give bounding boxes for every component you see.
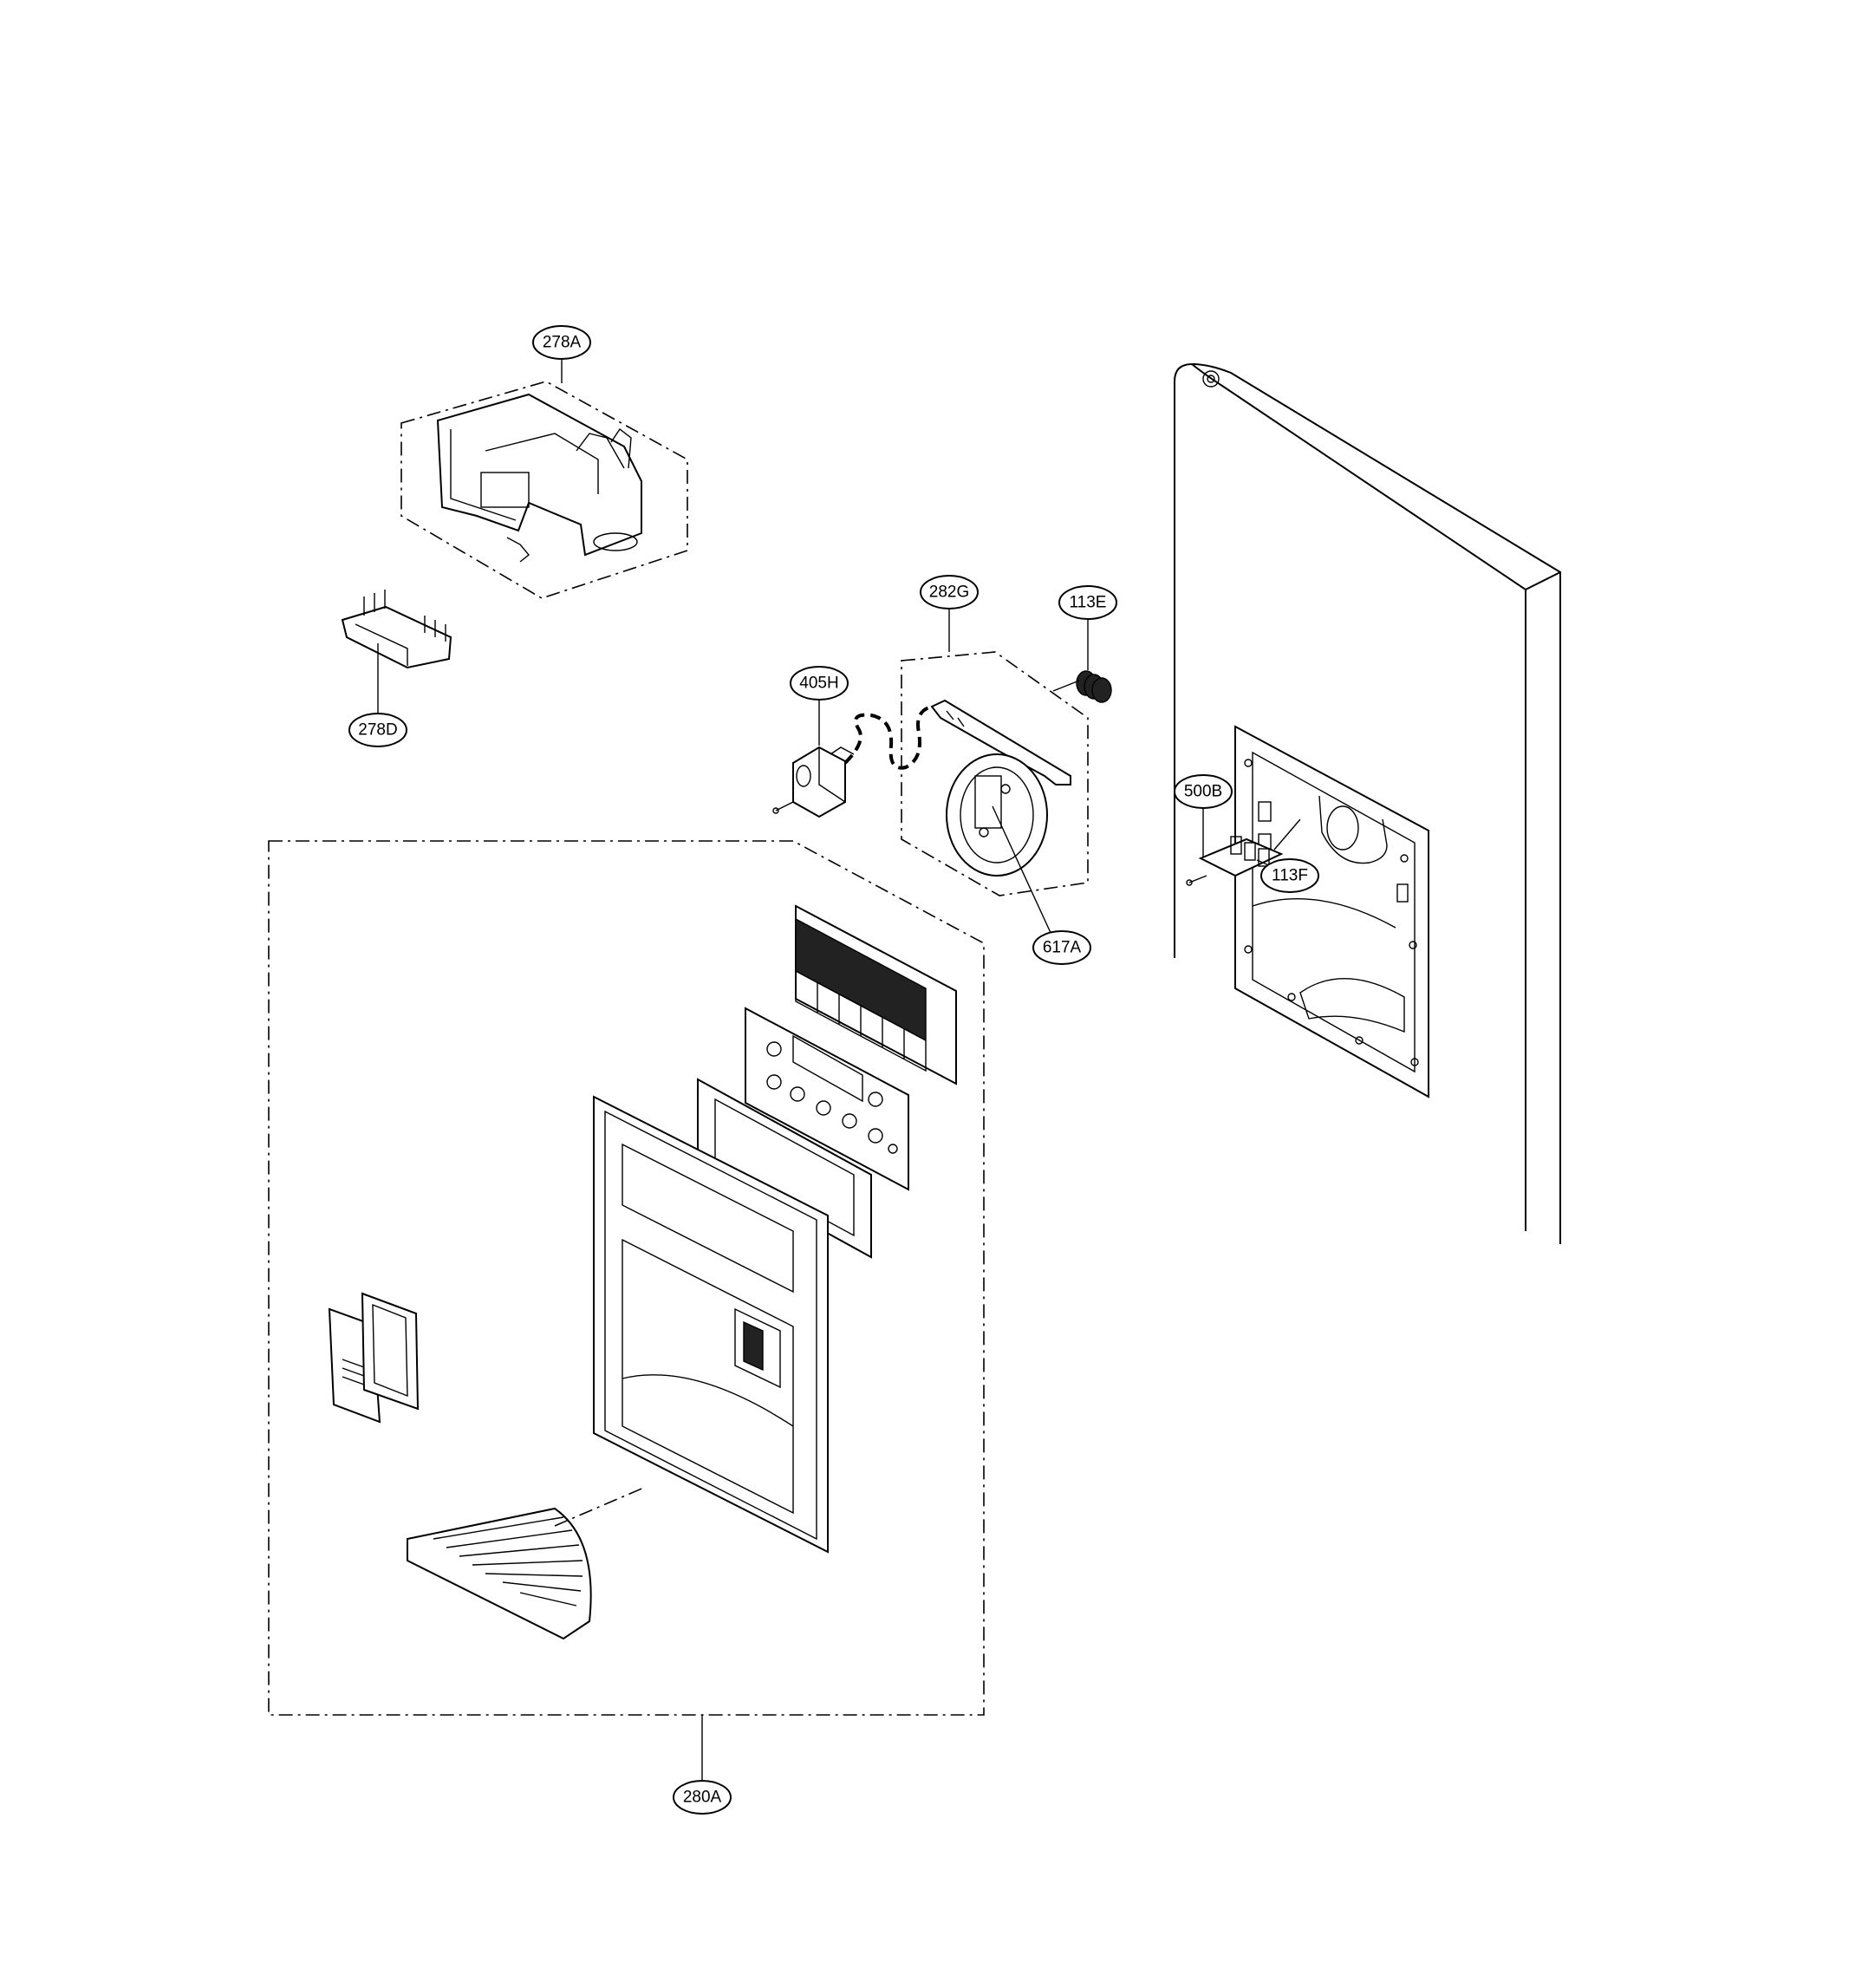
callout-label-405h: 405H [799,675,838,693]
callout-label-113e: 113E [1070,594,1107,612]
switch-board-500b [1186,818,1301,886]
dispenser-front-cover [593,1095,829,1554]
dispenser-assembly-280a [268,840,985,1716]
solenoid-assembly-282g [901,651,1089,896]
display-pcb [745,1007,909,1191]
drip-tray [407,1486,647,1640]
spring-113e [1052,670,1112,703]
callout-label-617a: 617A [1043,939,1082,957]
callout-280a: 280A [673,1780,732,1815]
callout-405h: 405H [790,666,849,701]
dispenser-recess [1234,725,1429,1098]
callout-label-278a: 278A [543,334,582,352]
leader-lines [377,360,1279,1780]
callout-label-113f: 113F [1272,867,1308,885]
callout-label-500b: 500B [1184,783,1222,801]
bracket-278d [341,590,452,669]
callout-label-280a: 280A [683,1789,722,1807]
side-cover-parts [328,1292,420,1424]
auger-motor-assembly-278a [400,381,688,599]
callout-label-278d: 278D [358,721,397,740]
callout-113f: 113F [1260,858,1319,893]
callout-500b: 500B [1174,774,1233,809]
callout-label-282g: 282G [929,583,969,602]
solenoid-405h [772,705,933,818]
control-panel-housing [795,904,957,1085]
callout-617a: 617A [1032,930,1091,965]
display-gasket [697,1078,872,1259]
callout-278a: 278A [532,325,591,360]
refrigerator-door [1174,362,1561,1244]
callout-278d: 278D [348,713,407,747]
callout-282g: 282G [920,575,979,609]
callout-113e: 113E [1058,585,1117,620]
